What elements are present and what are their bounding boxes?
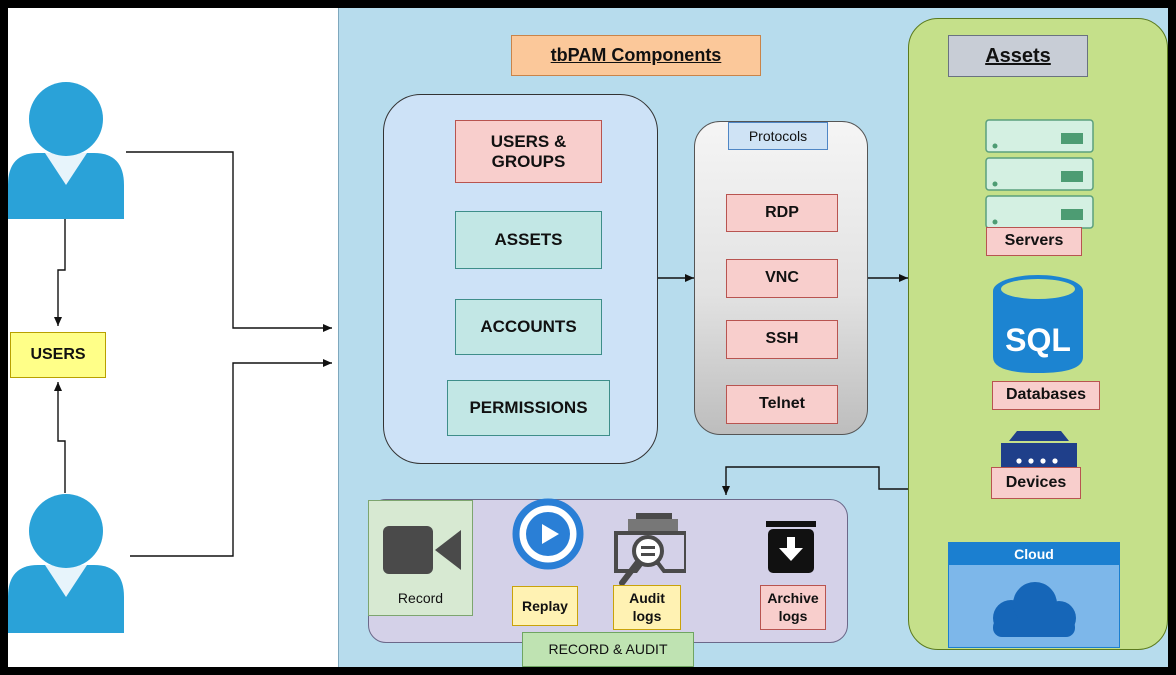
- databases-label: Databases: [992, 381, 1100, 410]
- video-camera-icon: [383, 526, 461, 574]
- users-box: USERS: [10, 332, 106, 378]
- play-icon: [512, 498, 584, 570]
- component-assets: ASSETS: [455, 211, 602, 269]
- user-icon: [8, 82, 124, 219]
- component-users-groups: USERS & GROUPS: [455, 120, 602, 183]
- archive-logs-label: Archive logs: [760, 585, 826, 630]
- connector-assets-to-record: [722, 466, 908, 495]
- connector-user1-to-panel: [126, 151, 332, 332]
- connector-user2-to-users: [54, 382, 66, 493]
- assets-header: Assets: [948, 35, 1088, 77]
- protocol-ssh: SSH: [726, 320, 838, 359]
- record-audit-label: RECORD & AUDIT: [522, 632, 694, 667]
- connector-user1-to-users: [54, 215, 66, 326]
- connectors: [54, 151, 908, 557]
- audit-logs-label: Audit logs: [613, 585, 681, 630]
- cloud-icon: [993, 582, 1076, 637]
- page-title: tbPAM Components: [511, 35, 761, 76]
- component-accounts: ACCOUNTS: [455, 299, 602, 355]
- user-icon: [8, 494, 124, 633]
- audit-log-icon: [614, 513, 686, 586]
- servers-label: Servers: [986, 227, 1082, 256]
- database-icon: SQL: [993, 275, 1083, 373]
- server-icon: [985, 119, 1094, 229]
- protocol-vnc: VNC: [726, 259, 838, 298]
- protocol-telnet: Telnet: [726, 385, 838, 424]
- diagram-canvas: USERS tbPAM Components USERS & GROUPS AS…: [8, 8, 1168, 667]
- devices-label: Devices: [991, 467, 1081, 499]
- replay-label: Replay: [512, 586, 578, 626]
- cloud-header: Cloud: [949, 543, 1119, 565]
- protocols-header: Protocols: [728, 122, 828, 150]
- sql-text: SQL: [1005, 322, 1071, 358]
- record-label: Record: [397, 589, 444, 606]
- component-permissions: PERMISSIONS: [447, 380, 610, 436]
- archive-download-icon: [766, 521, 816, 573]
- connector-user2-to-panel: [130, 359, 332, 557]
- protocol-rdp: RDP: [726, 194, 838, 232]
